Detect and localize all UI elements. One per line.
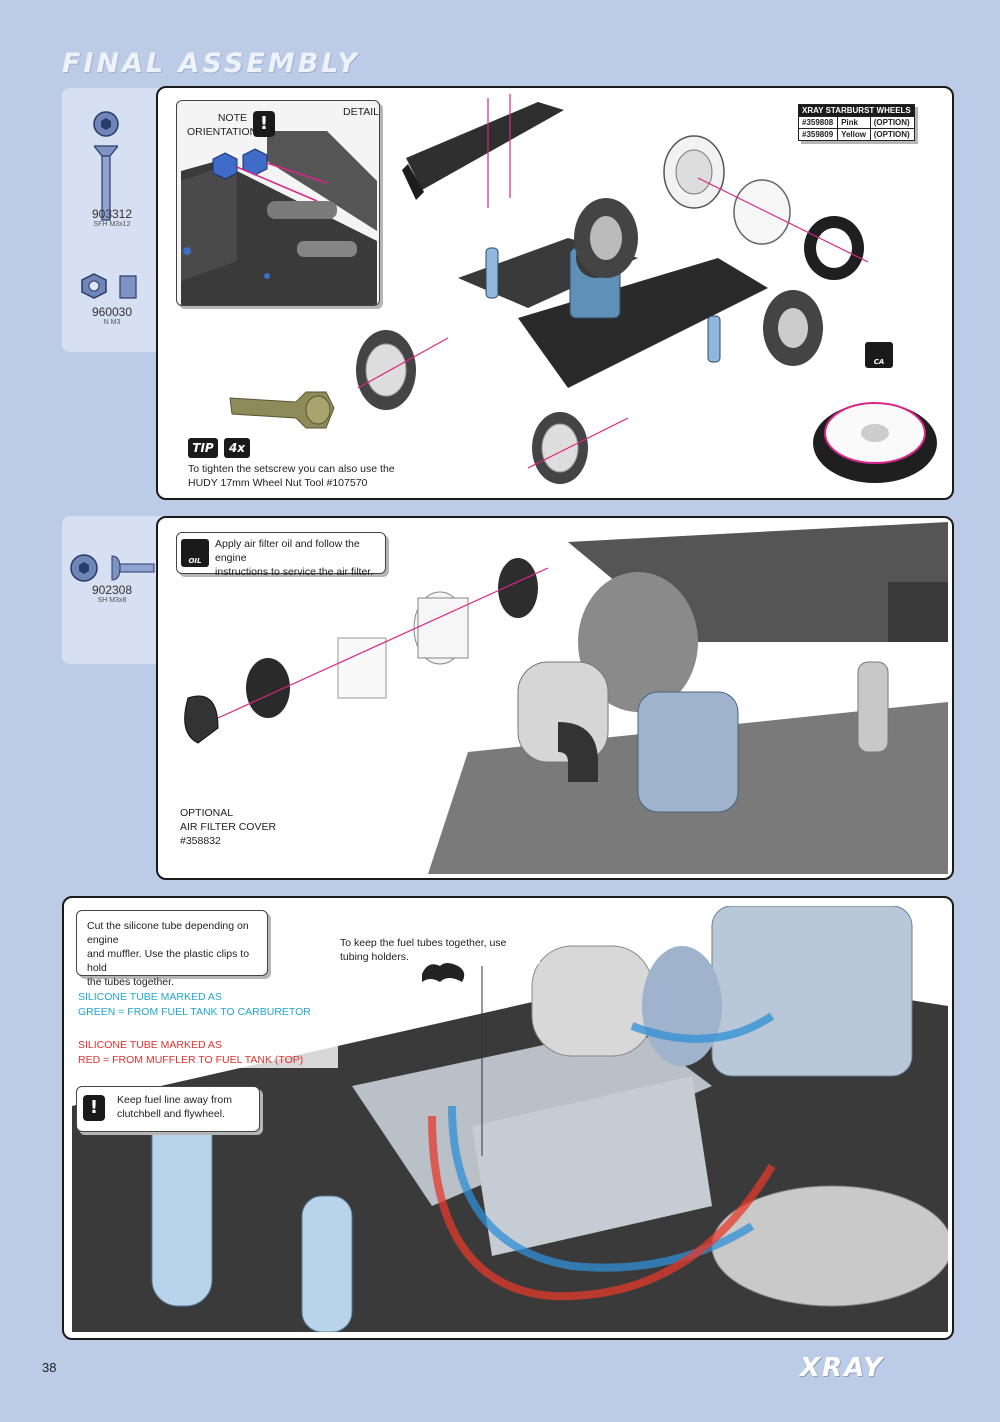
warning-exclamation-icon: ! xyxy=(83,1095,105,1121)
step2-panel: OIL Apply air filter oil and follow the … xyxy=(156,516,954,880)
detail-inset: NOTE ORIENTATION ! DETAIL xyxy=(176,100,380,306)
wheels-table-header: XRAY STARBURST WHEELS xyxy=(798,104,915,117)
wheel-nut-tool-illustration xyxy=(229,391,335,429)
step1-panel: NOTE ORIENTATION ! DETAIL xyxy=(156,86,954,500)
air-filter-exploded-illustration xyxy=(184,558,549,744)
warning-exclamation-icon: ! xyxy=(253,111,275,137)
oil-instruction-text: Apply air filter oil and follow the engi… xyxy=(215,538,374,578)
optional-air-filter-cover-text: OPTIONAL AIR FILTER COVER #358832 xyxy=(180,807,277,847)
detail-label: DETAIL xyxy=(343,106,379,118)
tip-text: To tighten the setscrew you can also use… xyxy=(188,463,395,489)
quantity-badge: 4x xyxy=(224,438,250,458)
buggy-assembly-illustration xyxy=(356,94,823,484)
page-number: 38 xyxy=(42,1360,57,1375)
step3-panel: Cut the silicone tube depending on engin… xyxy=(62,896,954,1340)
starburst-wheels-table: XRAY STARBURST WHEELS #359808 Pink (OPTI… xyxy=(797,104,915,141)
tubing-holder-icon xyxy=(422,963,465,982)
section-title: FINAL ASSEMBLY xyxy=(62,48,360,79)
table-row: #359809 Yellow (OPTION) xyxy=(797,128,915,141)
brand-logo: XRAY xyxy=(800,1353,885,1383)
flat-head-screw-icon xyxy=(94,145,118,221)
socket-screw-head-icon xyxy=(93,111,119,137)
oil-icon: OIL xyxy=(181,539,209,567)
cut-tube-callout: Cut the silicone tube depending on engin… xyxy=(76,910,268,988)
wheel-exploded-illustration xyxy=(663,135,869,280)
nut-icon xyxy=(81,273,137,299)
note-orientation-label: NOTE ORIENTATION xyxy=(187,112,258,138)
fuel-line-routing-illustration xyxy=(72,906,948,1332)
hub-detail-illustration xyxy=(181,131,377,305)
red-tube-note: SILICONE TUBE MARKED AS RED = FROM MUFFL… xyxy=(78,1038,338,1068)
engine-air-filter-illustration xyxy=(428,522,948,874)
green-tube-note: SILICONE TUBE MARKED AS GREEN = FROM FUE… xyxy=(78,990,338,1020)
ca-glue-icon: CA xyxy=(865,342,893,368)
tubing-holders-text: To keep the fuel tubes together, use tub… xyxy=(340,936,540,964)
tip-badge: TIP xyxy=(188,438,218,458)
oil-callout: OIL Apply air filter oil and follow the … xyxy=(176,532,386,578)
socket-head-screw-icon xyxy=(70,554,155,582)
keep-fuel-line-text: Keep fuel line away from clutchbell and … xyxy=(117,1094,232,1120)
keep-fuel-line-callout: ! Keep fuel line away from clutchbell an… xyxy=(76,1086,260,1132)
glued-tire-illustration xyxy=(813,402,937,483)
cut-tube-text: Cut the silicone tube depending on engin… xyxy=(87,920,250,988)
table-row: #359808 Pink (OPTION) xyxy=(797,116,915,129)
